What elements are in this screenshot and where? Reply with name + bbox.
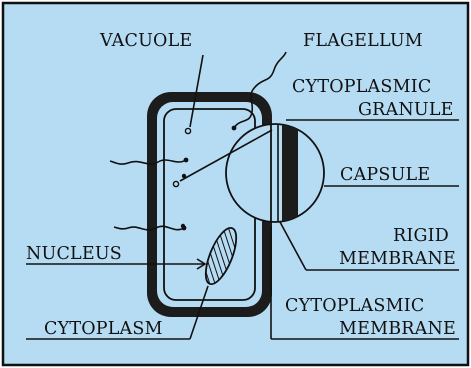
label-rigid-membrane-2: MEMBRANE	[339, 249, 456, 269]
label-nucleus: NUCLEUS	[26, 244, 122, 264]
label-cytoplasmic-granule-1: CYTOPLASMIC	[292, 77, 431, 97]
label-capsule: CAPSULE	[340, 165, 430, 185]
label-rigid-membrane-1: RIGID	[393, 226, 449, 246]
label-cytoplasmic-granule-2: GRANULE	[358, 100, 454, 120]
flagellum-base-top	[232, 126, 237, 131]
granule-body	[173, 181, 178, 186]
flagellum-base-left-upper	[184, 158, 189, 163]
label-vacuole: VACUOLE	[99, 31, 192, 51]
label-cytoplasm: CYTOPLASM	[44, 319, 163, 339]
label-cytoplasmic-membrane-1: CYTOPLASMIC	[285, 296, 424, 316]
label-cytoplasmic-membrane-2: MEMBRANE	[339, 319, 456, 339]
vacuole-body	[185, 128, 190, 133]
nucleus-dot	[181, 224, 185, 228]
label-flagellum: FLAGELLUM	[303, 31, 423, 51]
